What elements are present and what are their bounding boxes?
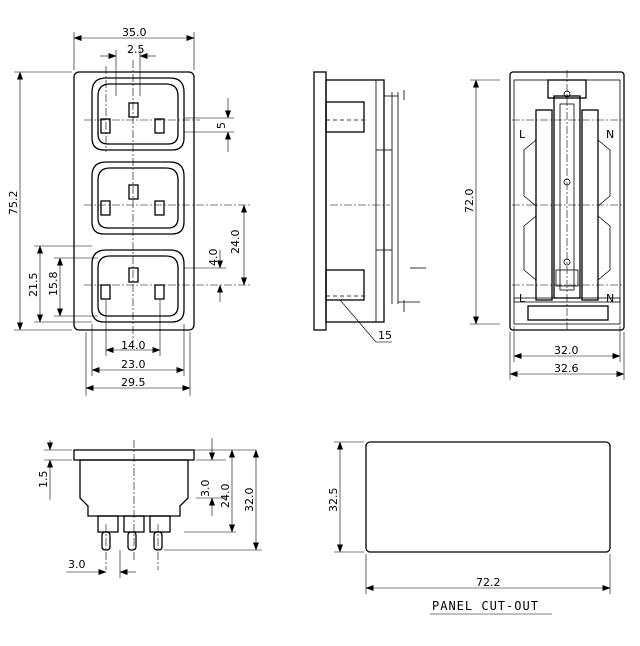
cutout-title: PANEL CUT-OUT xyxy=(432,599,539,613)
outlet-top xyxy=(91,77,185,151)
dim-rear-outer-width: 32.6 xyxy=(554,362,579,375)
label-neutral-top: N xyxy=(606,128,614,141)
dim-pin-height: 15.8 xyxy=(47,272,60,297)
dim-pin-offset: 4.0 xyxy=(207,249,220,267)
dim-rear-inner-width: 32.0 xyxy=(554,344,579,357)
dim-outlet-pitch: 24.0 xyxy=(229,230,242,255)
front-view: 35.0 2.5 5 75.2 21.5 15.8 4.0 24 xyxy=(7,26,250,396)
label-neutral-bottom: N xyxy=(606,292,614,305)
dim-outlet-height: 21.5 xyxy=(27,273,40,298)
dim-pin-pitch-bottom: 3.0 xyxy=(68,558,86,571)
dim-outlet-width: 23.0 xyxy=(121,358,146,371)
dim-cutout-height: 32.5 xyxy=(327,488,340,513)
label-live-bottom: L xyxy=(519,292,526,305)
side-view: 15 xyxy=(313,71,426,343)
bottom-view: 1.5 3.0 24.0 32.0 3.0 xyxy=(37,438,262,578)
dim-rear-height: 72.0 xyxy=(463,189,476,214)
dim-front-width: 35.0 xyxy=(122,26,147,39)
dim-front-height: 75.2 xyxy=(7,191,20,216)
dim-body-height: 24.0 xyxy=(219,484,232,509)
dim-total-height: 32.0 xyxy=(243,488,256,513)
panel-cutout: 32.5 72.2 PANEL CUT-OUT xyxy=(327,441,611,615)
dim-step: 3.0 xyxy=(199,480,212,498)
dim-pin-pitch: 14.0 xyxy=(121,339,146,352)
dim-flange-width: 29.5 xyxy=(121,376,146,389)
dim-cutout-width: 72.2 xyxy=(476,576,501,589)
callout-label: 15 xyxy=(378,329,392,342)
outlet-middle xyxy=(91,161,185,235)
dim-pin-spacing: 2.5 xyxy=(127,43,145,56)
dim-pin-size: 5 xyxy=(215,122,228,129)
rear-view: L N L N 72.0 32.0 32.6 xyxy=(463,70,625,380)
label-live-top: L xyxy=(519,128,526,141)
dim-flange-thickness: 1.5 xyxy=(37,471,50,489)
